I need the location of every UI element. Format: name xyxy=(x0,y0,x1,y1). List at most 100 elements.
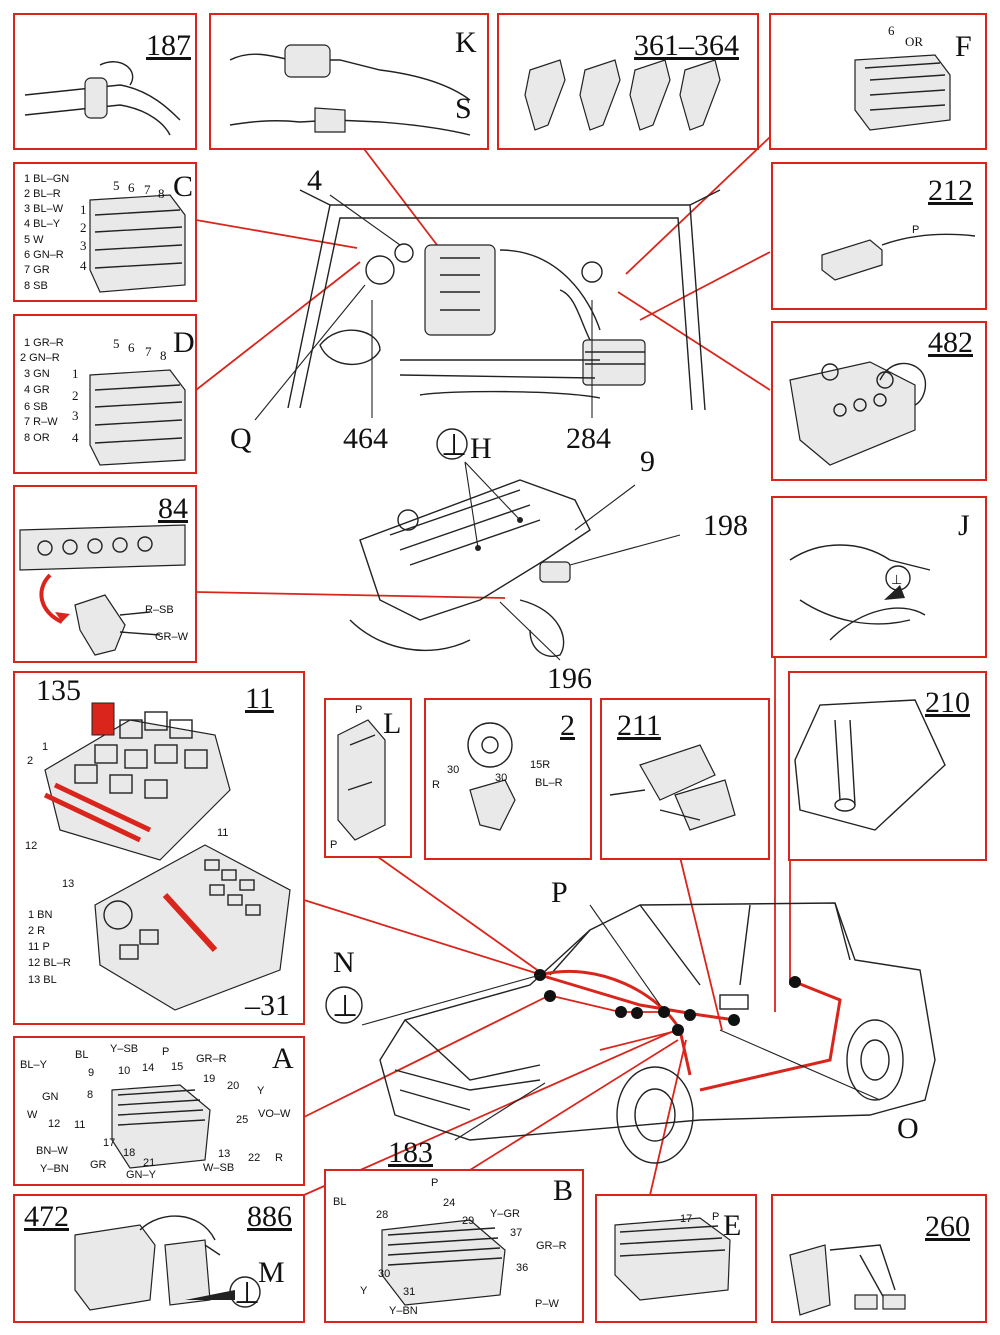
c-wire-7: 7 GR xyxy=(24,264,50,276)
label-d: D xyxy=(173,326,195,359)
a-label-bl-y: BL–Y xyxy=(20,1059,48,1071)
c-pin-side-3: 3 xyxy=(80,238,87,253)
d-wire-8: 8 OR xyxy=(24,432,50,444)
panel-211 xyxy=(600,698,770,860)
a-label-12: 12 xyxy=(48,1118,60,1130)
label-p: P xyxy=(551,876,568,909)
panel-260 xyxy=(771,1194,987,1323)
l-pin-bottom: P xyxy=(330,839,337,851)
label-c: C xyxy=(173,170,193,203)
label-464: 464 xyxy=(343,422,388,455)
p11-legend-1: 1 BN xyxy=(28,909,53,921)
panel-482 xyxy=(771,321,987,481)
f-color-label: OR xyxy=(905,34,923,49)
panel-11 xyxy=(13,671,305,1025)
p11-legend-3: 11 P xyxy=(28,941,50,953)
b-label-37: 37 xyxy=(510,1227,522,1239)
label-l: L xyxy=(383,707,401,740)
p11-pin-11: 11 xyxy=(217,827,228,839)
p11-legend-5: 13 BL xyxy=(28,974,57,986)
engine-bay-illustration xyxy=(287,189,721,411)
car-wiring-harness xyxy=(539,969,842,1092)
panel-k-s xyxy=(209,13,489,150)
a-label-13: 13 xyxy=(218,1148,230,1160)
label-886: 886 xyxy=(247,1200,292,1233)
ground-symbol-h: ⊥ xyxy=(436,428,468,462)
p11-pin-12: 12 xyxy=(25,840,37,852)
label-2: 2 xyxy=(560,709,575,742)
a-label-8: 8 xyxy=(87,1089,93,1101)
b-label-gr-r: GR–R xyxy=(536,1240,567,1252)
d-pin-top-5: 5 xyxy=(113,336,120,351)
c-wire-6: 6 GN–R xyxy=(24,249,64,261)
p2-label-r-left: R xyxy=(432,779,440,791)
a-label-w: W xyxy=(27,1109,38,1121)
a-label-18: 18 xyxy=(123,1147,135,1159)
c-pin-top-5: 5 xyxy=(113,178,120,193)
label-260: 260 xyxy=(925,1210,970,1243)
label-11: 11 xyxy=(245,682,274,715)
e-label-17: 17 xyxy=(680,1213,692,1225)
a-label-20: 20 xyxy=(227,1080,239,1092)
panel-d xyxy=(13,314,197,474)
b-label-y-bn: Y–BN xyxy=(389,1305,418,1317)
panel-e xyxy=(595,1194,757,1323)
b-label-p-w: P–W xyxy=(535,1298,559,1310)
p2-label-15r: 15R xyxy=(530,759,550,771)
label-h: H xyxy=(470,432,492,465)
panel-210 xyxy=(788,671,987,861)
a-label-9: 9 xyxy=(88,1067,94,1079)
label-e: E xyxy=(723,1209,741,1242)
label-361-364: 361–364 xyxy=(634,29,739,62)
a-label-y: Y xyxy=(257,1085,265,1097)
c-pin-top-6: 6 xyxy=(128,180,135,195)
a-label-21: 21 xyxy=(143,1157,155,1169)
label-j: J xyxy=(958,509,970,542)
a-label-10: 10 xyxy=(118,1065,130,1077)
label-4: 4 xyxy=(307,164,322,197)
black-leaders xyxy=(254,194,881,1141)
b-label-y: Y xyxy=(360,1285,368,1297)
d-pin-top-6: 6 xyxy=(128,340,135,355)
b-label-30: 30 xyxy=(378,1268,390,1280)
car-illustration xyxy=(379,902,936,1164)
label-o: O xyxy=(897,1112,919,1145)
label-k: K xyxy=(455,26,477,59)
c-wire-1: 1 BL–GN xyxy=(24,173,69,185)
car-connection-dots xyxy=(534,969,801,1036)
a-label-gr-r: GR–R xyxy=(196,1053,227,1065)
d-pin-side-1: 1 xyxy=(72,366,79,381)
c-pin-side-4: 4 xyxy=(80,258,87,273)
d-pin-side-3: 3 xyxy=(72,408,79,423)
c-wire-2: 2 BL–R xyxy=(24,188,61,200)
a-label-11: 11 xyxy=(74,1119,85,1131)
a-label-gn: GN xyxy=(42,1091,59,1103)
a-label-14: 14 xyxy=(142,1062,154,1074)
c-wire-8: 8 SB xyxy=(24,280,48,292)
panel-84 xyxy=(13,485,197,663)
b-label-36: 36 xyxy=(516,1262,528,1274)
panel-f xyxy=(769,13,987,150)
a-label-y-bn: Y–BN xyxy=(40,1163,69,1175)
c-pin-top-8: 8 xyxy=(158,186,165,201)
b-label-y-gr: Y–GR xyxy=(490,1208,520,1220)
label-q: Q xyxy=(230,422,252,455)
engine-illustration xyxy=(349,479,591,657)
l-pin-top: P xyxy=(355,704,362,716)
p84-wire-2: GR–W xyxy=(155,631,189,643)
label-187: 187 xyxy=(146,29,191,62)
d-pin-top-8: 8 xyxy=(160,348,167,363)
p2-label-bl-r: BL–R xyxy=(535,777,563,789)
panel-472-886: ⊥ xyxy=(13,1194,305,1323)
label-m: M xyxy=(258,1256,285,1289)
a-label-p: P xyxy=(162,1046,169,1058)
panel-a xyxy=(13,1036,305,1186)
svg-text:⊥: ⊥ xyxy=(332,990,358,1023)
p11-legend-2: 2 R xyxy=(28,925,45,937)
d-pin-side-2: 2 xyxy=(72,388,79,403)
label-212: 212 xyxy=(928,174,973,207)
d-wire-1: 1 GR–R xyxy=(24,337,64,349)
c-wire-5: 5 W xyxy=(24,234,44,246)
